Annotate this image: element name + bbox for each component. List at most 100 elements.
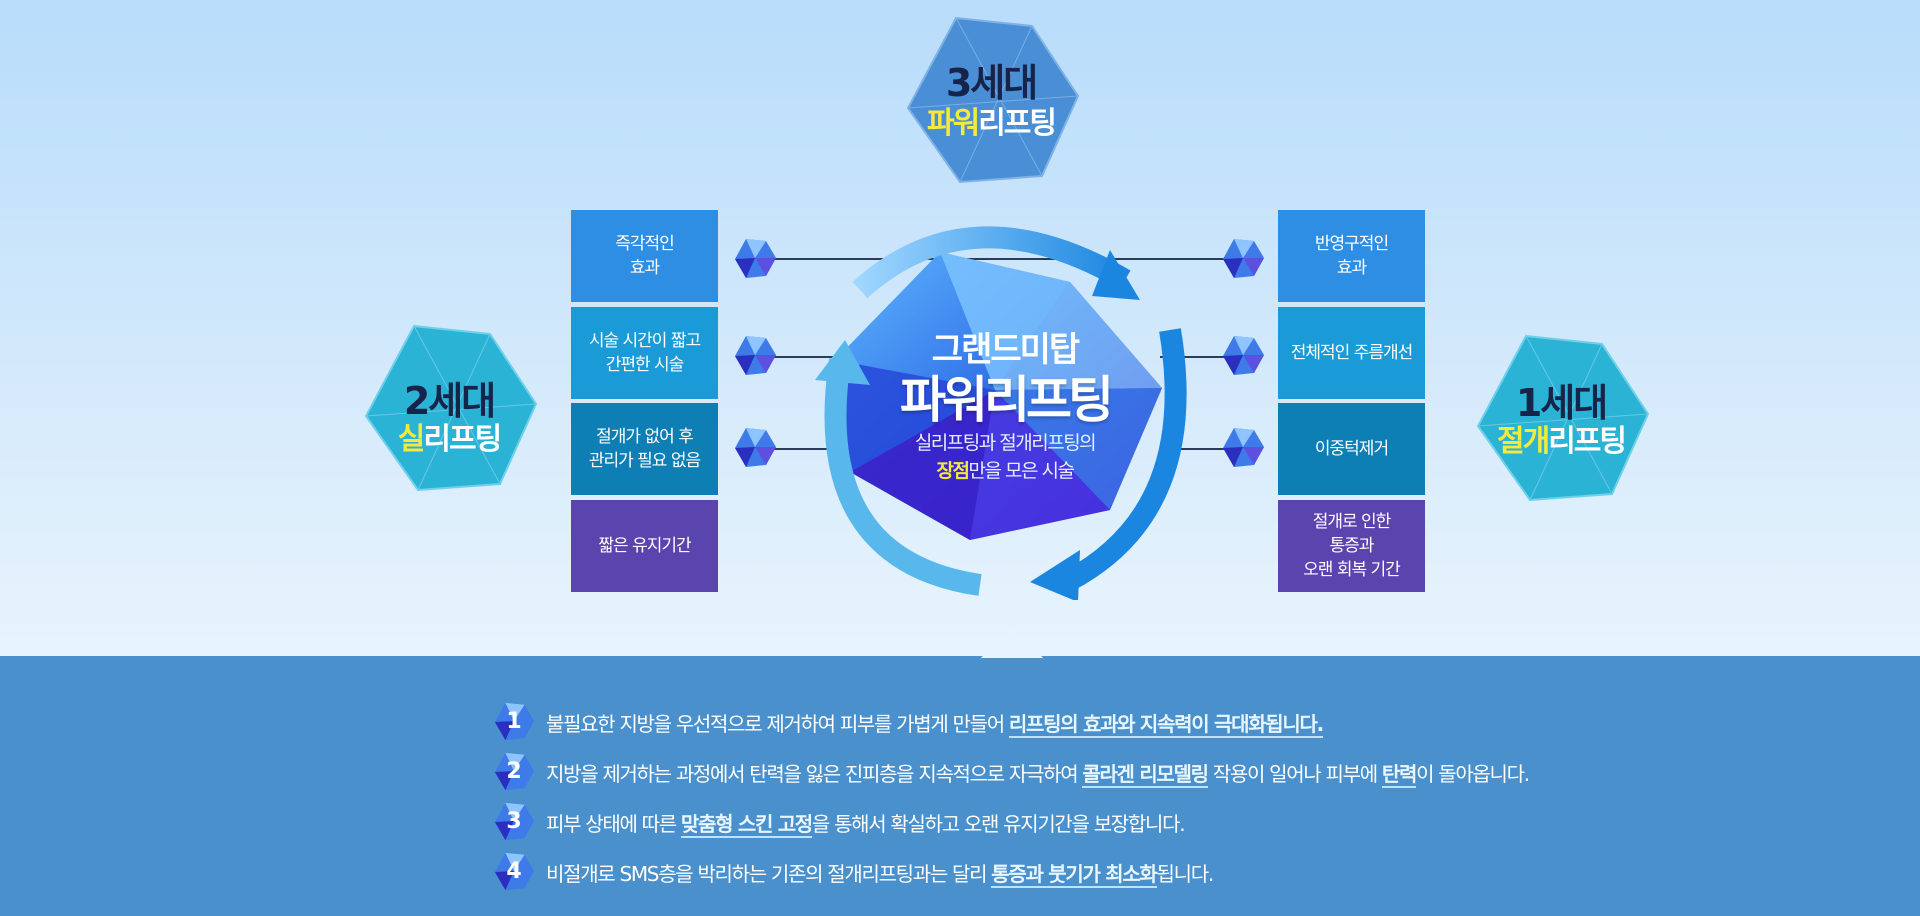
connector-line (760, 356, 860, 358)
hex-title: 3세대 (945, 61, 1038, 105)
right-box: 이중턱제거 (1278, 403, 1425, 495)
text-emphasis: 통증과 붓기가 최소화 (991, 861, 1158, 888)
third-gen-hexagon: 3세대 파워리프팅 (900, 12, 1082, 190)
point-text: 피부 상태에 따른 맞춤형 스킨 고정을 통해서 확실하고 오랜 유지기간을 보… (546, 808, 1186, 838)
lower-section (0, 656, 1920, 916)
box-line: 절개로 인한 (1312, 512, 1392, 532)
arrow-head-icon (1030, 550, 1080, 600)
point-item: 4 비절개로 SMS층을 박리하는 기존의 절개리프팅과는 달리 통증과 붓기가… (492, 850, 1215, 894)
gem-icon (1223, 428, 1264, 467)
hex-title: 2세대 (403, 379, 496, 423)
text-part: 불필요한 지방을 우선적으로 제거하여 피부를 가볍게 만들어 (546, 711, 1009, 736)
center-diamond-graphic (815, 226, 1187, 600)
number-badge: 4 (492, 850, 536, 894)
hex-subtitle: 파워리프팅 (900, 98, 1082, 142)
arrow-head-icon (815, 340, 870, 385)
box-text: 전체적인 주름개선 (1290, 341, 1414, 365)
gem-icon (1223, 239, 1264, 278)
gem-icon (1223, 336, 1264, 375)
hexagon-shape (1476, 334, 1650, 502)
box-line: 효과 (629, 258, 660, 278)
point-item: 3 피부 상태에 따른 맞춤형 스킨 고정을 통해서 확실하고 오랜 유지기간을… (492, 800, 1186, 844)
first-gen-hexagon: 1세대 절개리프팅 (1470, 330, 1652, 508)
connector-line (760, 258, 1230, 260)
text-part: 됩니다. (1156, 861, 1215, 886)
box-line: 절개가 없어 후 (596, 427, 694, 447)
center-highlight: 장점 (936, 460, 970, 482)
second-gen-hexagon: 2세대 실리프팅 (358, 320, 540, 498)
box-text: 짧은 유지기간 (598, 534, 691, 558)
text-part: 을 통해서 확실하고 오랜 유지기간을 보장합니다. (811, 811, 1186, 836)
center-main-title: 파워리프팅 (900, 371, 1114, 429)
box-line: 짧은 유지기간 (598, 536, 691, 556)
gem-icon (494, 702, 535, 741)
center-title: 그랜드미탑 (931, 330, 1080, 370)
box-text: 이중턱제거 (1314, 437, 1389, 461)
point-item: 1 불필요한 지방을 우선적으로 제거하여 피부를 가볍게 만들어 리프팅의 효… (492, 700, 1324, 744)
box-line: 전체적인 주름개선 (1290, 343, 1414, 363)
text-emphasis: 맞춤형 스킨 고정 (680, 811, 813, 838)
box-line: 관리가 필요 없음 (588, 451, 701, 471)
box-line: 시술 시간이 짧고 (588, 331, 701, 351)
hex-rest: 리프팅 (978, 106, 1057, 141)
point-item: 2 지방을 제거하는 과정에서 탄력을 잃은 진피층을 지속적으로 자극하여 콜… (492, 750, 1530, 794)
arrow-curve (1064, 328, 1187, 590)
center-subtitle-2: 장점만을 모은 시술 (880, 456, 1130, 483)
left-box: 짧은 유지기간 (571, 500, 718, 592)
hexagon-shape (906, 16, 1080, 184)
hex-subtitle: 실리프팅 (358, 414, 540, 458)
arrow-curve (852, 226, 1131, 299)
hex-highlight: 실 (397, 422, 426, 457)
text-part: 비절개로 SMS층을 박리하는 기존의 절개리프팅과는 달리 (546, 861, 992, 886)
right-box: 전체적인 주름개선 (1278, 307, 1425, 399)
badge-number: 4 (506, 859, 522, 884)
gem-icon (735, 239, 776, 278)
box-line: 간편한 시술 (605, 355, 685, 375)
connector-line (1160, 448, 1230, 450)
box-line: 오랜 회복 기간 (1303, 560, 1401, 580)
box-line: 반영구적인 (1314, 234, 1389, 254)
text-part: 지방을 제거하는 과정에서 탄력을 잃은 진피층을 지속적으로 자극하여 (546, 761, 1083, 786)
text-emphasis: 탄력 (1381, 761, 1417, 788)
center-rest: 만을 모은 시술 (968, 460, 1075, 482)
box-line: 이중턱제거 (1314, 439, 1389, 459)
arrow-curve (824, 358, 982, 596)
number-badge: 3 (492, 800, 536, 844)
hex-rest: 리프팅 (1548, 424, 1627, 459)
box-line: 즉각적인 (615, 234, 675, 254)
box-line: 통증과 (1329, 536, 1375, 556)
hexagon-shape (364, 324, 538, 492)
gem-icon (735, 428, 776, 467)
hex-highlight: 절개 (1496, 424, 1550, 459)
text-part: 피부 상태에 따른 (546, 811, 681, 836)
number-badge: 2 (492, 750, 536, 794)
connector-line (760, 448, 860, 450)
point-text: 비절개로 SMS층을 박리하는 기존의 절개리프팅과는 달리 통증과 붓기가 최… (546, 858, 1215, 888)
badge-number: 2 (506, 759, 522, 784)
connector-line (1160, 356, 1230, 358)
center-subtitle: 실리프팅과 절개리프팅의 (914, 432, 1097, 454)
gem-icon (494, 852, 535, 891)
text-part: 작용이 일어나 피부에 (1207, 761, 1382, 786)
gem-icon (494, 752, 535, 791)
gem-icon (494, 802, 535, 841)
badge-number: 3 (506, 809, 522, 834)
text-part: 이 돌아옵니다. (1416, 761, 1530, 786)
point-text: 지방을 제거하는 과정에서 탄력을 잃은 진피층을 지속적으로 자극하여 콜라겐… (546, 758, 1530, 788)
hex-rest: 리프팅 (423, 422, 502, 457)
box-line: 효과 (1336, 258, 1367, 278)
hex-subtitle: 절개리프팅 (1470, 416, 1652, 460)
point-text: 불필요한 지방을 우선적으로 제거하여 피부를 가볍게 만들어 리프팅의 효과와… (546, 708, 1324, 738)
number-badge: 1 (492, 700, 536, 744)
arrow-head-icon (1092, 250, 1140, 300)
